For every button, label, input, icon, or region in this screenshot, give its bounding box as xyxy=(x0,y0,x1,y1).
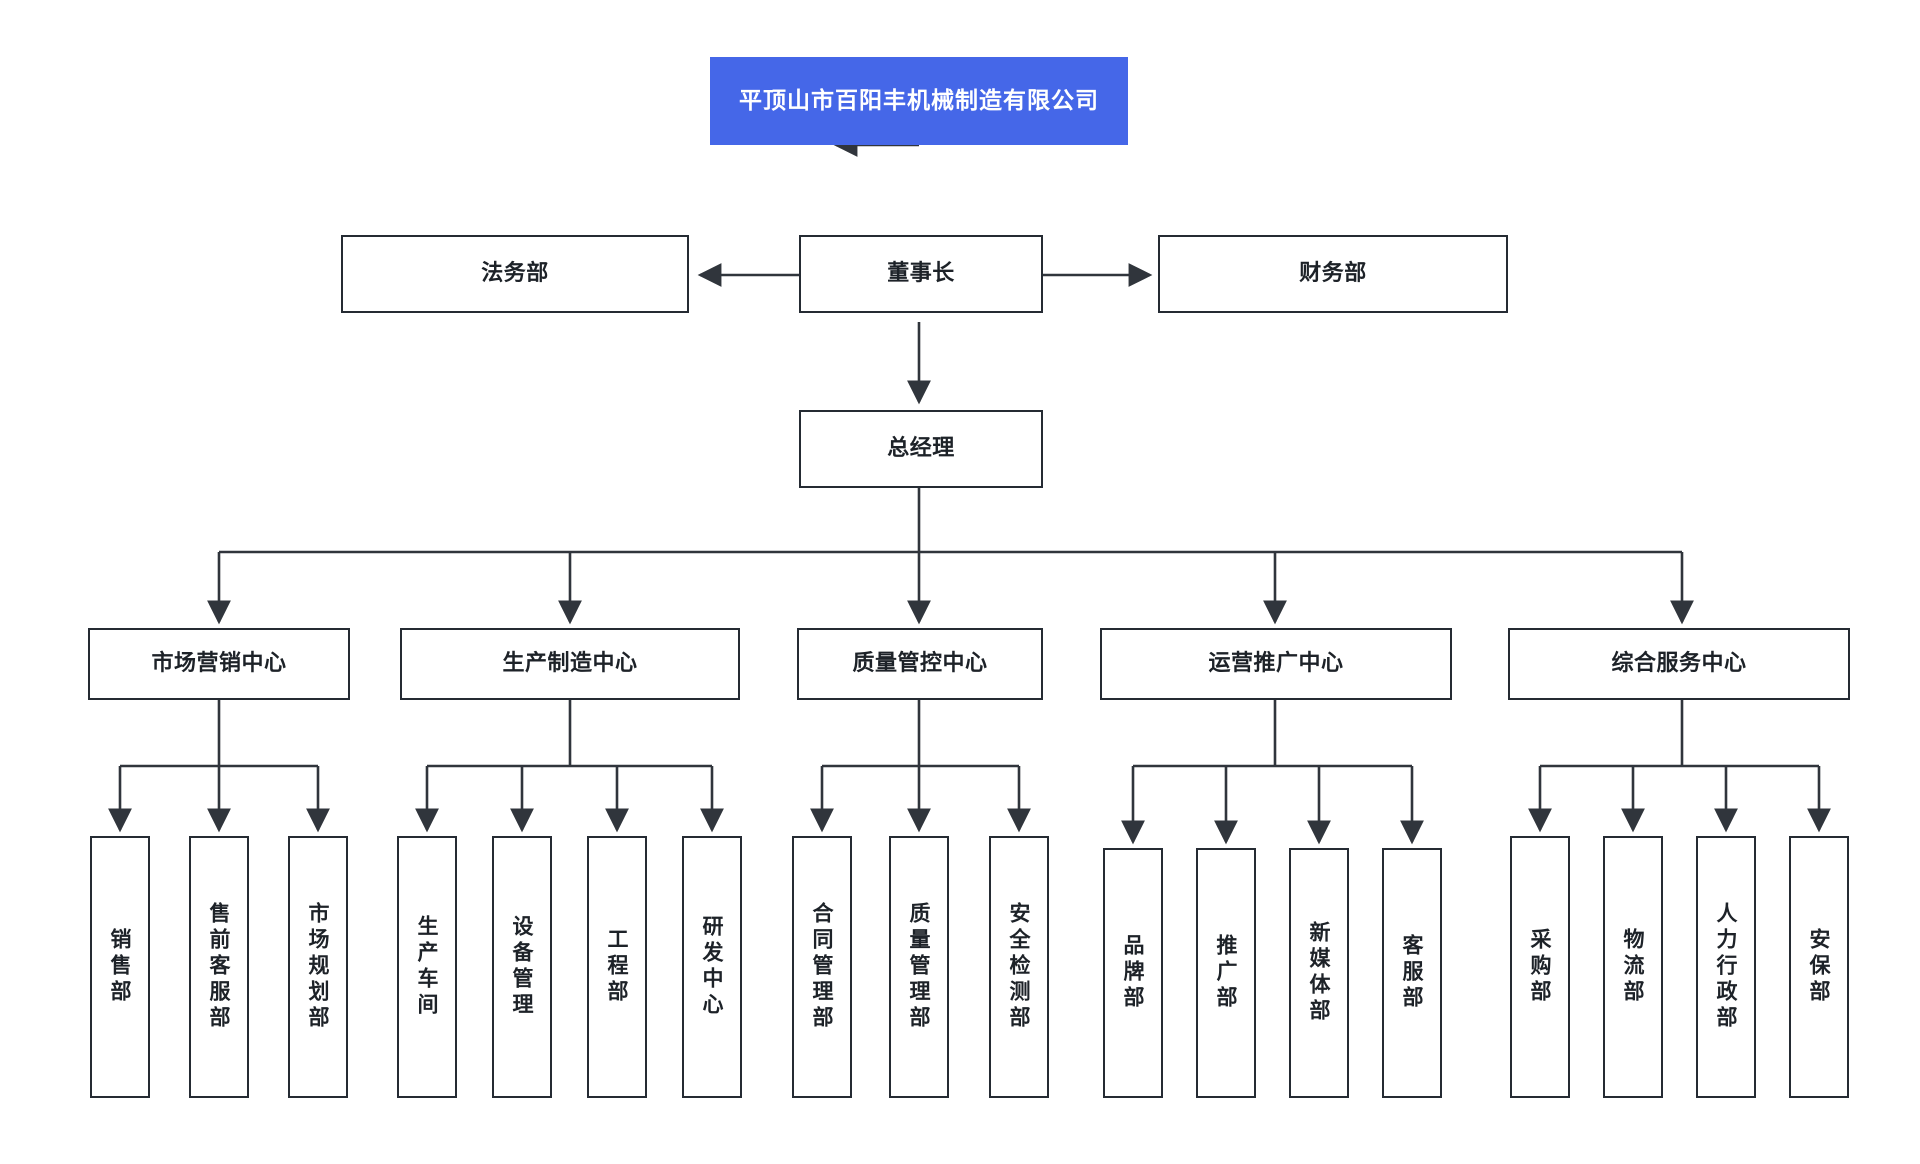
node-center-marketing[interactable]: 市场营销中心 xyxy=(88,628,350,700)
node-center-production[interactable]: 生产制造中心 xyxy=(400,628,740,700)
node-label: 市场营销中心 xyxy=(151,650,287,676)
node-label: 工程部 xyxy=(605,928,630,1006)
node-legal-department[interactable]: 法务部 xyxy=(341,235,689,313)
node-label: 销售部 xyxy=(108,928,133,1006)
node-label: 安保部 xyxy=(1807,928,1832,1006)
node-finance-department[interactable]: 财务部 xyxy=(1158,235,1508,313)
node-label: 品牌部 xyxy=(1121,934,1146,1012)
node-label: 生产车间 xyxy=(415,915,440,1019)
node-label: 物流部 xyxy=(1621,928,1646,1006)
node-dept-quality-management[interactable]: 质量管理部 xyxy=(889,836,949,1098)
node-dept-sales[interactable]: 销售部 xyxy=(90,836,150,1098)
node-dept-equipment-management[interactable]: 设备管理 xyxy=(492,836,552,1098)
node-label: 质量管理部 xyxy=(907,902,932,1032)
node-dept-hr-administration[interactable]: 人力行政部 xyxy=(1696,836,1756,1098)
node-dept-market-planning[interactable]: 市场规划部 xyxy=(288,836,348,1098)
node-label: 平顶山市百阳丰机械制造有限公司 xyxy=(739,87,1099,114)
node-label: 运营推广中心 xyxy=(1208,650,1344,676)
node-dept-logistics[interactable]: 物流部 xyxy=(1603,836,1663,1098)
node-label: 采购部 xyxy=(1528,928,1553,1006)
node-dept-engineering[interactable]: 工程部 xyxy=(587,836,647,1098)
node-label: 客服部 xyxy=(1400,934,1425,1012)
node-dept-security[interactable]: 安保部 xyxy=(1789,836,1849,1098)
node-label: 法务部 xyxy=(481,260,549,286)
node-dept-presales-service[interactable]: 售前客服部 xyxy=(189,836,249,1098)
node-dept-production-workshop[interactable]: 生产车间 xyxy=(397,836,457,1098)
node-dept-customer-service[interactable]: 客服部 xyxy=(1382,848,1442,1098)
node-label: 总经理 xyxy=(887,435,955,461)
node-label: 生产制造中心 xyxy=(502,650,638,676)
node-label: 合同管理部 xyxy=(810,902,835,1032)
node-company-root[interactable]: 平顶山市百阳丰机械制造有限公司 xyxy=(710,57,1128,145)
node-label: 综合服务中心 xyxy=(1611,650,1747,676)
node-label: 售前客服部 xyxy=(207,902,232,1032)
node-dept-new-media[interactable]: 新媒体部 xyxy=(1289,848,1349,1098)
node-center-quality[interactable]: 质量管控中心 xyxy=(797,628,1043,700)
node-dept-promotion[interactable]: 推广部 xyxy=(1196,848,1256,1098)
node-center-operations[interactable]: 运营推广中心 xyxy=(1100,628,1452,700)
node-label: 人力行政部 xyxy=(1714,902,1739,1032)
node-label: 董事长 xyxy=(887,260,955,286)
node-label: 推广部 xyxy=(1214,934,1239,1012)
node-dept-brand[interactable]: 品牌部 xyxy=(1103,848,1163,1098)
node-label: 质量管控中心 xyxy=(852,650,988,676)
node-general-manager[interactable]: 总经理 xyxy=(799,410,1043,488)
node-label: 设备管理 xyxy=(510,915,535,1019)
node-label: 安全检测部 xyxy=(1007,902,1032,1032)
node-center-general-services[interactable]: 综合服务中心 xyxy=(1508,628,1850,700)
node-chairman[interactable]: 董事长 xyxy=(799,235,1043,313)
node-label: 新媒体部 xyxy=(1307,921,1332,1025)
node-label: 市场规划部 xyxy=(306,902,331,1032)
node-dept-rnd-center[interactable]: 研发中心 xyxy=(682,836,742,1098)
node-dept-procurement[interactable]: 采购部 xyxy=(1510,836,1570,1098)
node-dept-safety-inspection[interactable]: 安全检测部 xyxy=(989,836,1049,1098)
node-label: 财务部 xyxy=(1299,260,1367,286)
node-dept-contract-management[interactable]: 合同管理部 xyxy=(792,836,852,1098)
node-label: 研发中心 xyxy=(700,915,725,1019)
